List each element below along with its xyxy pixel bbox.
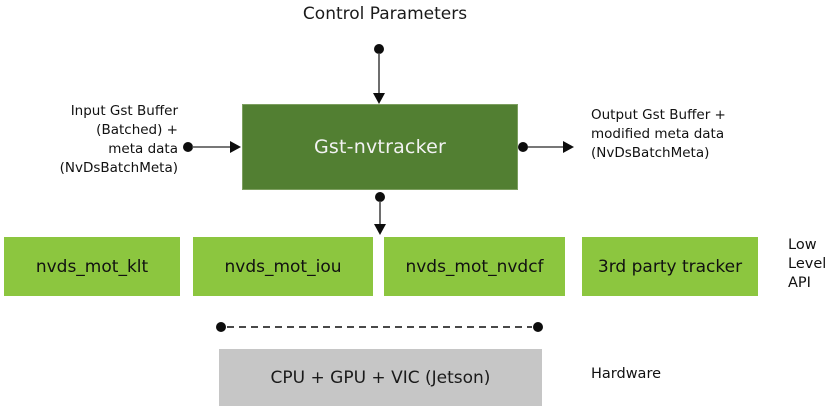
nvds-mot-iou-box: nvds_mot_iou <box>193 237 373 296</box>
output-arrow <box>518 141 574 153</box>
third-party-tracker-box: 3rd party tracker <box>582 237 758 296</box>
nvds-mot-nvdcf-box: nvds_mot_nvdcf <box>384 237 565 296</box>
low-level-api-label: Low Level API <box>788 237 827 291</box>
control-parameters-label: Control Parameters <box>302 4 468 24</box>
control-parameters-arrow <box>373 44 385 104</box>
input-gst-buffer-label: Input Gst Buffer (Batched) + meta data (… <box>59 103 178 176</box>
gst-nvtracker-box: Gst-nvtracker <box>242 104 518 190</box>
gst-nvtracker-box-label: Gst-nvtracker <box>314 136 446 158</box>
tracker-to-lowlevel-arrow <box>374 192 386 235</box>
input-arrow <box>183 141 241 153</box>
hardware-span-dashed-line <box>216 322 543 332</box>
output-gst-buffer-label: Output Gst Buffer + modified meta data (… <box>591 107 726 161</box>
hardware-label: Hardware <box>591 366 662 382</box>
nvds-mot-klt-box: nvds_mot_klt <box>4 237 180 296</box>
hardware-box: CPU + GPU + VIC (Jetson) <box>219 349 542 406</box>
